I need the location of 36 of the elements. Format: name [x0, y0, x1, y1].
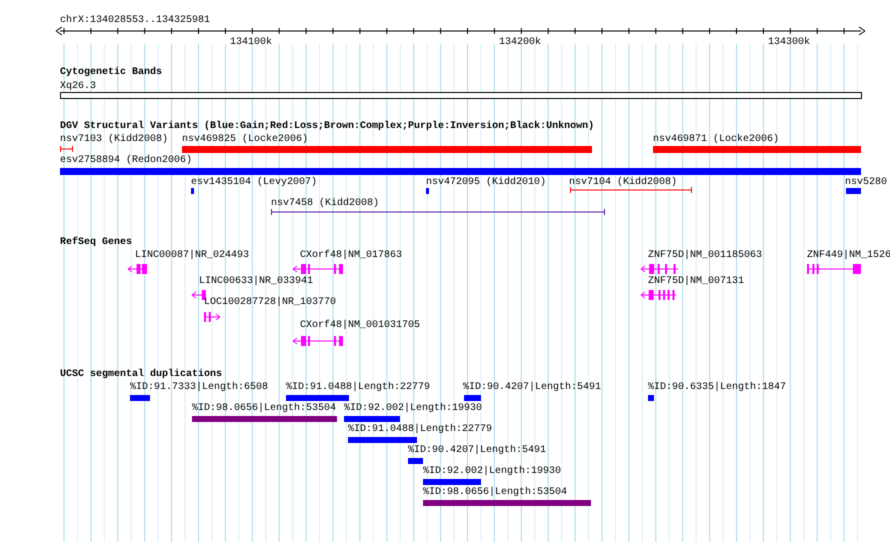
variant-label: nsv5280: [845, 177, 888, 188]
gene-label: CXorf48|NM_001031705: [300, 320, 420, 331]
variant-label: nsv469825 (Locke2006): [182, 134, 308, 145]
scale-tick-label: 134300k: [768, 37, 810, 48]
duplication-label: %ID:91.7333|Length:6508: [130, 382, 268, 393]
duplication-label: %ID:92.002|Length:19930: [423, 466, 562, 477]
duplication-label: %ID:90.4207|Length:5491: [463, 382, 602, 393]
variant-label: esv2758894 (Redon2006): [60, 155, 192, 166]
variant-label: nsv7104 (Kidd2008): [569, 177, 678, 188]
gene-label: LOC100287728|NR_103770: [204, 297, 336, 308]
track-heading: RefSeq Genes: [60, 237, 132, 248]
scale-tick-label: 134200k: [499, 37, 542, 48]
gene-label: LINC00633|NR_033941: [199, 276, 314, 287]
band-label: Xq26.3: [60, 81, 96, 92]
track-heading: Cytogenetic Bands: [60, 67, 162, 78]
gene-label: ZNF449|NM_1526: [807, 250, 890, 261]
variant-label: nsv472095 (Kidd2010): [426, 177, 546, 188]
variant-label: esv1435104 (Levy2007): [191, 177, 318, 188]
track-heading: DGV Structural Variants (Blue:Gain;Red:Loss;Brown:Complex;Purple:Inversion;Black:Unknown): [60, 121, 594, 132]
gene-label: ZNF75D|NM_007131: [648, 276, 744, 287]
duplication-label: %ID:98.0656|Length:53504: [192, 403, 336, 414]
duplication-label: %ID:90.4207|Length:5491: [408, 445, 546, 456]
duplication-label: %ID:91.0488|Length:22779: [286, 382, 430, 393]
variant-label: nsv7103 (Kidd2008): [60, 134, 168, 145]
variant-label: nsv469871 (Locke2006): [653, 134, 780, 145]
track-heading: UCSC segmental duplications: [60, 369, 222, 380]
duplication-label: %ID:92.002|Length:19930: [344, 403, 482, 414]
scale-tick-label: 134100k: [230, 37, 272, 48]
coordinate-range-label: chrX:134028553..134325981: [60, 15, 210, 26]
duplication-label: %ID:98.0656|Length:53504: [423, 487, 568, 498]
variant-label: nsv7458 (Kidd2008): [271, 198, 380, 209]
gene-label: CXorf48|NM_017863: [300, 250, 402, 261]
duplication-label: %ID:91.0488|Length:22779: [348, 424, 492, 435]
duplication-label: %ID:90.6335|Length:1847: [648, 382, 786, 393]
gene-label: LINC00087|NR_024493: [135, 250, 250, 261]
gene-label: ZNF75D|NM_001185063: [648, 250, 762, 261]
